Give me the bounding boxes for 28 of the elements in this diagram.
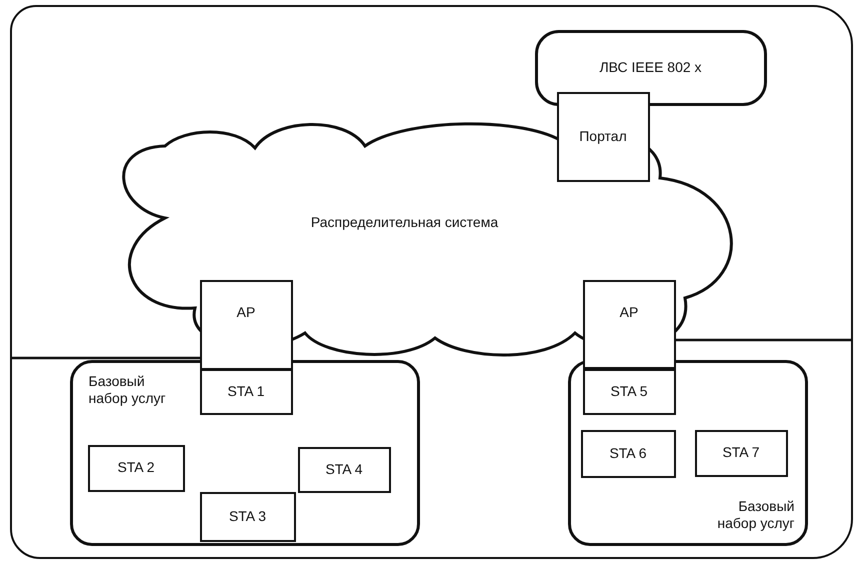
service-set-label: Базовый набор услуг (716, 498, 794, 532)
service-set-area (568, 360, 808, 546)
node-label: STA 4 (325, 460, 363, 478)
node-label: ЛВС IEEE 802 x (599, 58, 702, 76)
station-box (200, 492, 296, 542)
node-label: STA 5 (610, 382, 648, 400)
node-label: Распределительная система (310, 214, 498, 232)
node-label: STA 7 (722, 444, 760, 462)
station-box (694, 430, 788, 476)
station-box (582, 368, 676, 414)
node-label: STA 6 (609, 444, 647, 462)
node-label: AP (620, 304, 638, 321)
service-set-label: Базовый набор услуг (88, 372, 167, 408)
access-point-box (200, 280, 292, 370)
network-box (534, 30, 766, 106)
station-box (88, 444, 184, 492)
node-label: STA 1 (227, 382, 265, 400)
station-box (200, 368, 292, 414)
node-label: AP (236, 304, 256, 321)
station-box (556, 92, 650, 182)
access-point-box (582, 280, 676, 368)
station-box (298, 446, 390, 492)
station-box (580, 430, 676, 478)
node-label: STA 2 (117, 459, 155, 477)
node-label: STA 3 (228, 508, 266, 526)
service-set-area (70, 360, 420, 546)
node-label: Портал (579, 128, 627, 146)
extended-service-set-frame (10, 5, 853, 559)
